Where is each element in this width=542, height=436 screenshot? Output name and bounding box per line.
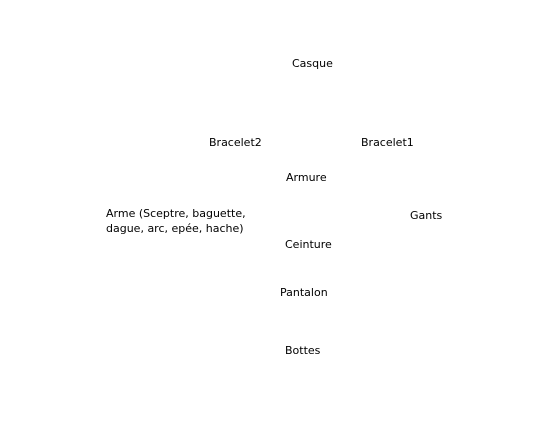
slot-arme: Arme (Sceptre, baguette, dague, arc, epé… bbox=[106, 206, 246, 236]
slot-arme-line-1: Arme (Sceptre, baguette, bbox=[106, 207, 246, 220]
slot-armure: Armure bbox=[286, 171, 327, 184]
slot-bottes: Bottes bbox=[285, 344, 321, 357]
slot-bracelet1: Bracelet1 bbox=[361, 136, 414, 149]
slot-ceinture: Ceinture bbox=[285, 238, 332, 251]
slot-pantalon: Pantalon bbox=[280, 286, 328, 299]
slot-casque: Casque bbox=[292, 57, 333, 70]
slot-arme-line-2: dague, arc, epée, hache) bbox=[106, 222, 244, 235]
slot-bracelet2: Bracelet2 bbox=[209, 136, 262, 149]
slot-gants: Gants bbox=[410, 209, 443, 222]
